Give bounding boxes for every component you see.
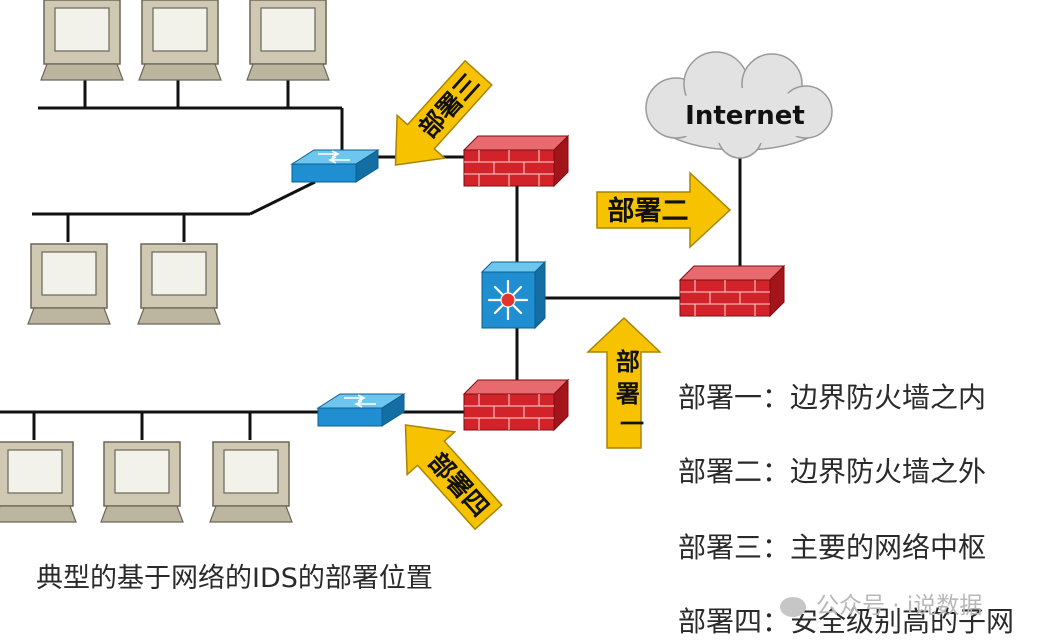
legend-item-deploy4: 部署四：安全级别高的子网 [678,605,1015,638]
internet-cloud-icon [645,51,833,159]
firewall-icon [679,265,785,317]
workstation-icon [246,0,330,81]
wechat-icon [780,596,806,617]
deploy1-arrow-label: 部 署 一 [615,348,648,438]
workstation-icon [27,243,111,325]
watermark-text: 公众号 · i说数据 [816,593,983,619]
workstation-icon [40,0,124,81]
workstation-icon [137,243,221,325]
internet-label: Internet [685,101,805,131]
legend-item-deploy1: 部署一：边界防火墙之内 [678,381,987,414]
firewall-icon [463,135,569,187]
legend-item-deploy2: 部署二：边界防火墙之外 [678,455,987,488]
switch-icon [317,393,405,427]
deploy1-arrow: 部 署 一 [586,316,662,449]
core-switch-icon [480,260,547,330]
mid-lan-uplink [249,180,316,216]
workstation-icon [0,441,77,523]
firewall-icon [463,379,569,431]
workstation-icon [100,441,184,523]
workstation-icon [209,441,293,523]
watermark: 公众号 · i说数据 [780,586,982,620]
switch-icon [291,149,379,183]
legend-item-deploy3: 部署三：主要的网络中枢 [678,531,987,564]
deploy2-arrow-label: 部署二 [608,195,689,227]
deploy2-arrow: 部署二 [596,171,732,249]
workstation-icon [138,0,222,81]
diagram-caption: 典型的基于网络的IDS的部署位置 [36,563,433,594]
